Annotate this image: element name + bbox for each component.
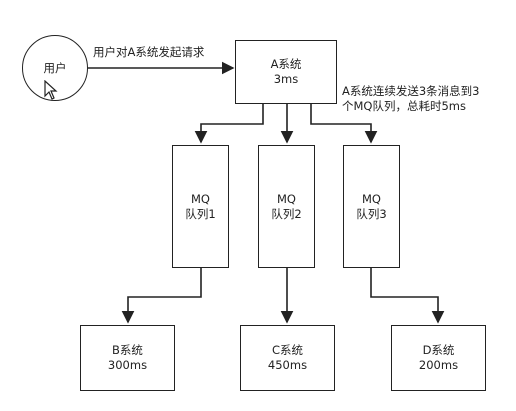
note-line-2: 个MQ队列，总耗时5ms [342,99,466,113]
system-b-box: B系统 300ms [80,325,175,391]
queue-1-box: MQ 队列1 [172,145,229,268]
arrow-queue3-to-d [370,268,445,324]
system-c-time: 450ms [267,358,308,372]
queue-2-sub: 队列2 [271,206,302,221]
queue-3-box: MQ 队列3 [343,145,400,268]
queue-3-sub: 队列3 [356,206,387,221]
queue-2-box: MQ 队列2 [258,145,315,268]
arrow-a-to-queue1 [194,104,264,144]
user-label: 用户 [43,61,67,75]
system-b-time: 300ms [107,358,148,372]
system-d-box: D系统 200ms [391,325,486,391]
queue-2-name: MQ [277,191,296,206]
system-b-name: B系统 [112,343,143,357]
system-c-name: C系统 [271,343,304,357]
queue-1-sub: 队列1 [185,206,216,221]
queue-1-name: MQ [191,191,210,206]
queue-3-name: MQ [362,191,381,206]
mouse-cursor-icon [44,80,58,100]
note-line-1: A系统连续发送3条消息到3 [342,84,480,98]
request-label: 用户对A系统发起请求 [93,45,205,59]
system-a-name: A系统 [270,57,302,71]
system-d-time: 200ms [418,358,459,372]
system-a-box: A系统 3ms [235,40,337,104]
system-a-time: 3ms [273,72,299,86]
system-d-name: D系统 [422,343,455,357]
arrow-a-to-queue3 [310,104,378,144]
arrow-queue1-to-b [121,268,202,324]
system-c-box: C系统 450ms [240,325,335,391]
